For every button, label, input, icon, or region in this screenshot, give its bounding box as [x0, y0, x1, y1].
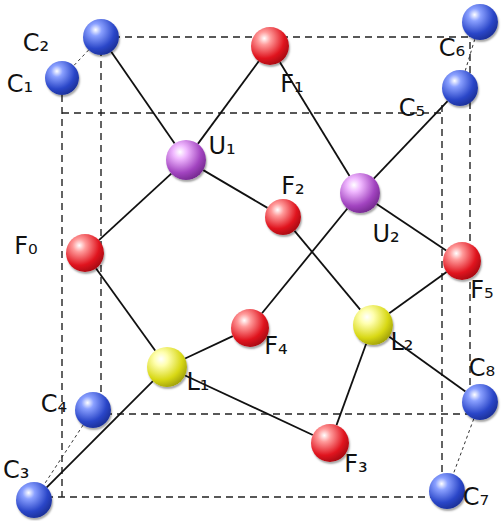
- atom-sphere: F₅: [443, 242, 481, 280]
- atom-label: F₄: [264, 334, 287, 358]
- bond-line: [96, 268, 155, 350]
- atom-label: F₀: [14, 234, 37, 258]
- atom-label: C₄: [41, 392, 67, 416]
- atom-sphere: U₂: [340, 173, 380, 213]
- bond-line: [198, 61, 259, 144]
- atom-sphere: F₀: [66, 234, 104, 272]
- bond-line: [203, 170, 267, 208]
- atom-sphere: C₂: [83, 19, 119, 55]
- atom-label: C₈: [469, 356, 495, 380]
- atom-label: C₆: [439, 36, 465, 60]
- atom-label: F₅: [470, 278, 493, 302]
- atom-sphere: C₄: [75, 392, 111, 428]
- atom-label: F₁: [280, 72, 303, 96]
- bond-line: [111, 52, 174, 144]
- atom-sphere: F₃: [311, 424, 349, 462]
- atom-sphere: C₇: [429, 473, 465, 509]
- atom-label: C₇: [463, 485, 489, 509]
- atom-sphere: U₁: [166, 140, 206, 180]
- atom-label: C₅: [399, 96, 425, 120]
- atom-sphere: C₆: [462, 4, 498, 40]
- atom-sphere: C₅: [442, 70, 478, 106]
- bond-line: [99, 174, 171, 241]
- bond-line: [280, 62, 350, 176]
- atom-sphere: F₂: [265, 199, 301, 235]
- atom-label: C₂: [23, 31, 49, 55]
- atom-sphere: C₁: [45, 61, 79, 95]
- atom-sphere: C₃: [16, 482, 52, 518]
- atom-label: C₁: [7, 72, 33, 96]
- atom-sphere: F₄: [231, 309, 269, 347]
- bond-line: [295, 231, 361, 310]
- bond-line: [389, 272, 446, 313]
- atom-label: U₁: [208, 134, 235, 158]
- atom-sphere: L₂: [353, 305, 393, 345]
- bond-line: [185, 336, 233, 358]
- atom-label: L₂: [391, 330, 414, 354]
- atom-sphere: C₈: [462, 384, 498, 420]
- atom-label: C₃: [3, 458, 29, 482]
- atom-label: L₁: [187, 370, 210, 394]
- bond-line: [337, 344, 367, 425]
- atom-label: U₂: [372, 222, 399, 246]
- atom-sphere: F₁: [251, 27, 289, 65]
- atom-sphere: L₁: [147, 347, 187, 387]
- atom-label: F₂: [281, 174, 304, 198]
- atom-label: F₃: [344, 452, 367, 476]
